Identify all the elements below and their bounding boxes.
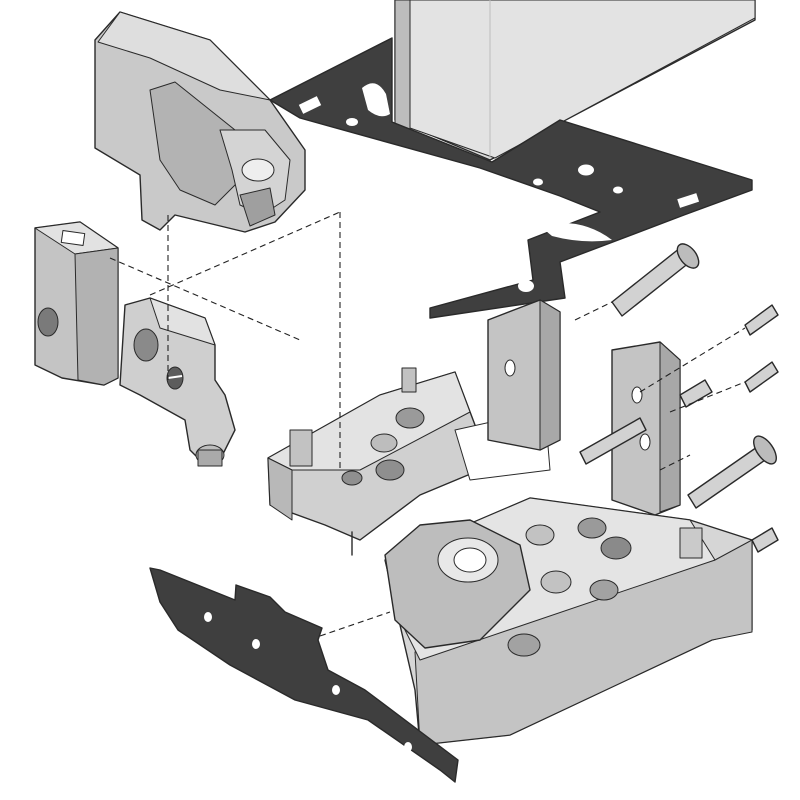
bracket-hole	[631, 386, 643, 404]
block-phillips-recess	[540, 570, 572, 594]
lower-base-block	[384, 497, 753, 746]
screw	[687, 435, 777, 509]
block-hole	[507, 633, 541, 657]
arm-hole	[133, 328, 159, 362]
upper-base-plate	[267, 367, 551, 556]
strip-hole	[252, 639, 260, 649]
bracket-hole	[504, 359, 516, 377]
gasket-hole	[518, 280, 534, 292]
plate-phillips-recess	[370, 433, 398, 453]
gasket-hole	[613, 186, 623, 194]
strip-hole	[204, 612, 212, 622]
gasket-slot	[677, 193, 700, 208]
screw	[679, 379, 713, 408]
block-phillips-recess	[525, 524, 555, 546]
gasket-hole	[533, 178, 543, 186]
lower-gasket-strip	[149, 567, 459, 783]
screw	[744, 361, 779, 393]
gasket-keyhole	[362, 83, 390, 117]
end-cap-hole	[37, 307, 59, 337]
plate-hole	[375, 459, 405, 481]
gasket-hole	[578, 164, 594, 176]
plate-hole	[395, 407, 425, 429]
strip-hole	[404, 742, 412, 752]
screw	[751, 527, 779, 553]
block-hole	[577, 517, 607, 539]
gasket-hole	[488, 183, 502, 193]
screw	[579, 417, 647, 465]
vertical-profile	[394, 0, 756, 161]
plate-hole	[341, 470, 363, 486]
gasket-slot	[298, 96, 322, 114]
screw	[744, 304, 779, 336]
gasket-hole	[346, 118, 358, 126]
side-end-cap	[34, 221, 119, 386]
bracket-hole	[639, 433, 651, 451]
countersunk-screws	[579, 243, 779, 553]
screw	[611, 243, 700, 317]
upper-housing-cap	[94, 11, 306, 233]
assembly-guide-lines	[109, 211, 746, 637]
mounting-bracket-left	[487, 299, 561, 451]
strip-hole	[332, 685, 340, 695]
block-hole	[589, 579, 619, 601]
gasket-curved-cutout	[540, 223, 612, 242]
gasket-slot	[510, 198, 532, 215]
block-phillips-recess	[600, 536, 632, 560]
top-gasket	[269, 37, 753, 319]
hinge-arm	[119, 297, 236, 467]
